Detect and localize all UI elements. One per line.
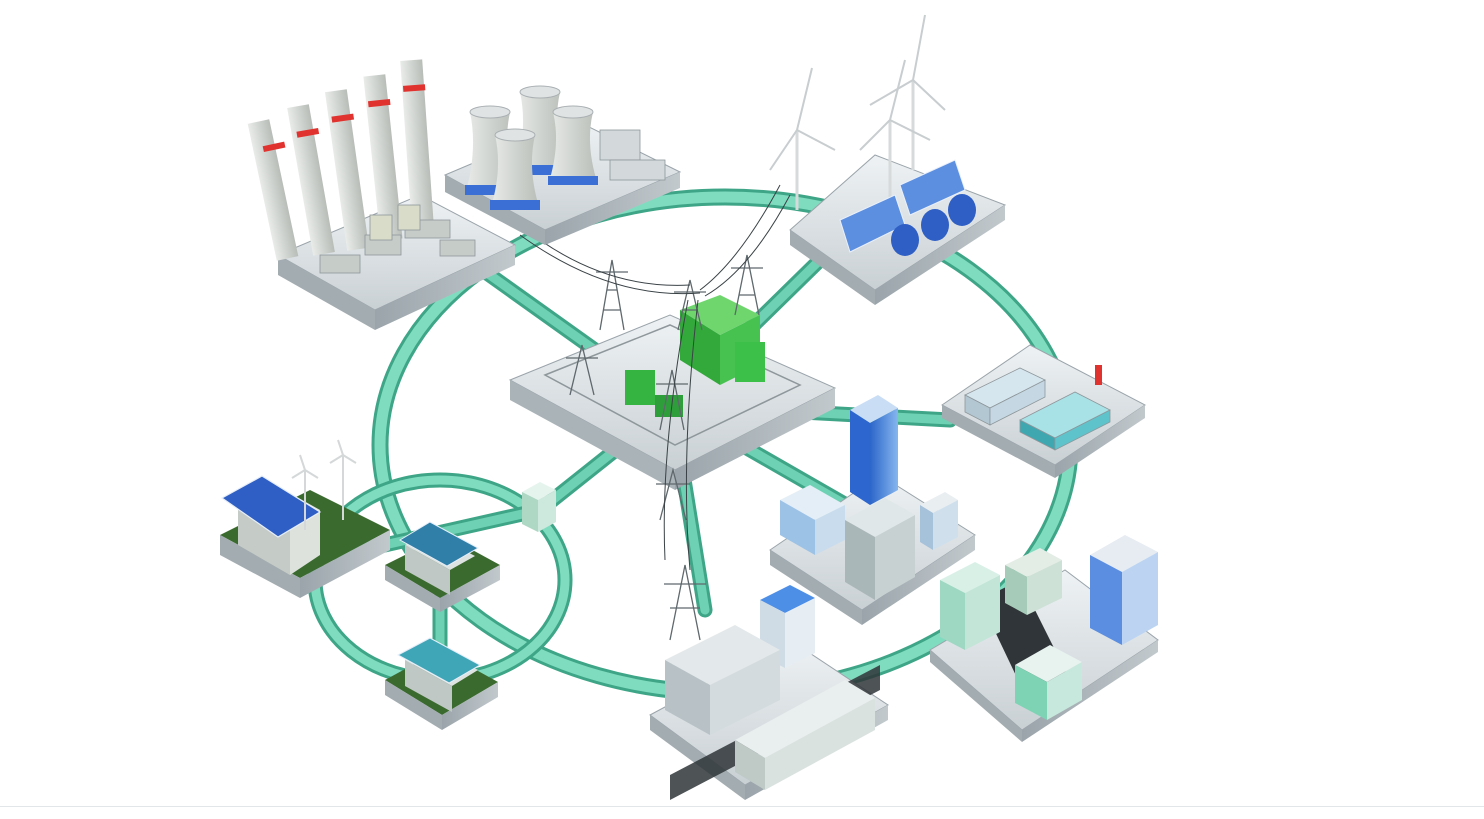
city-high-rise-district (929, 535, 1159, 742)
commercial-office-district (769, 395, 976, 625)
nuclear-power-plant (443, 85, 682, 245)
house-with-solar (385, 521, 500, 612)
distribution-cabinet (522, 482, 556, 532)
substation (508, 184, 837, 641)
house-with-solar-and-wind (220, 439, 390, 598)
residential-apartment-blocks (649, 585, 889, 800)
cooling-towers (465, 85, 598, 210)
bottom-divider (0, 806, 1484, 807)
thermal-power-plant (247, 59, 517, 330)
wind-and-solar-farm (769, 14, 1007, 305)
house-with-solar (385, 637, 498, 730)
chimney-group (247, 59, 434, 261)
solar-panels (839, 159, 976, 256)
industrial-factory (941, 344, 1146, 478)
